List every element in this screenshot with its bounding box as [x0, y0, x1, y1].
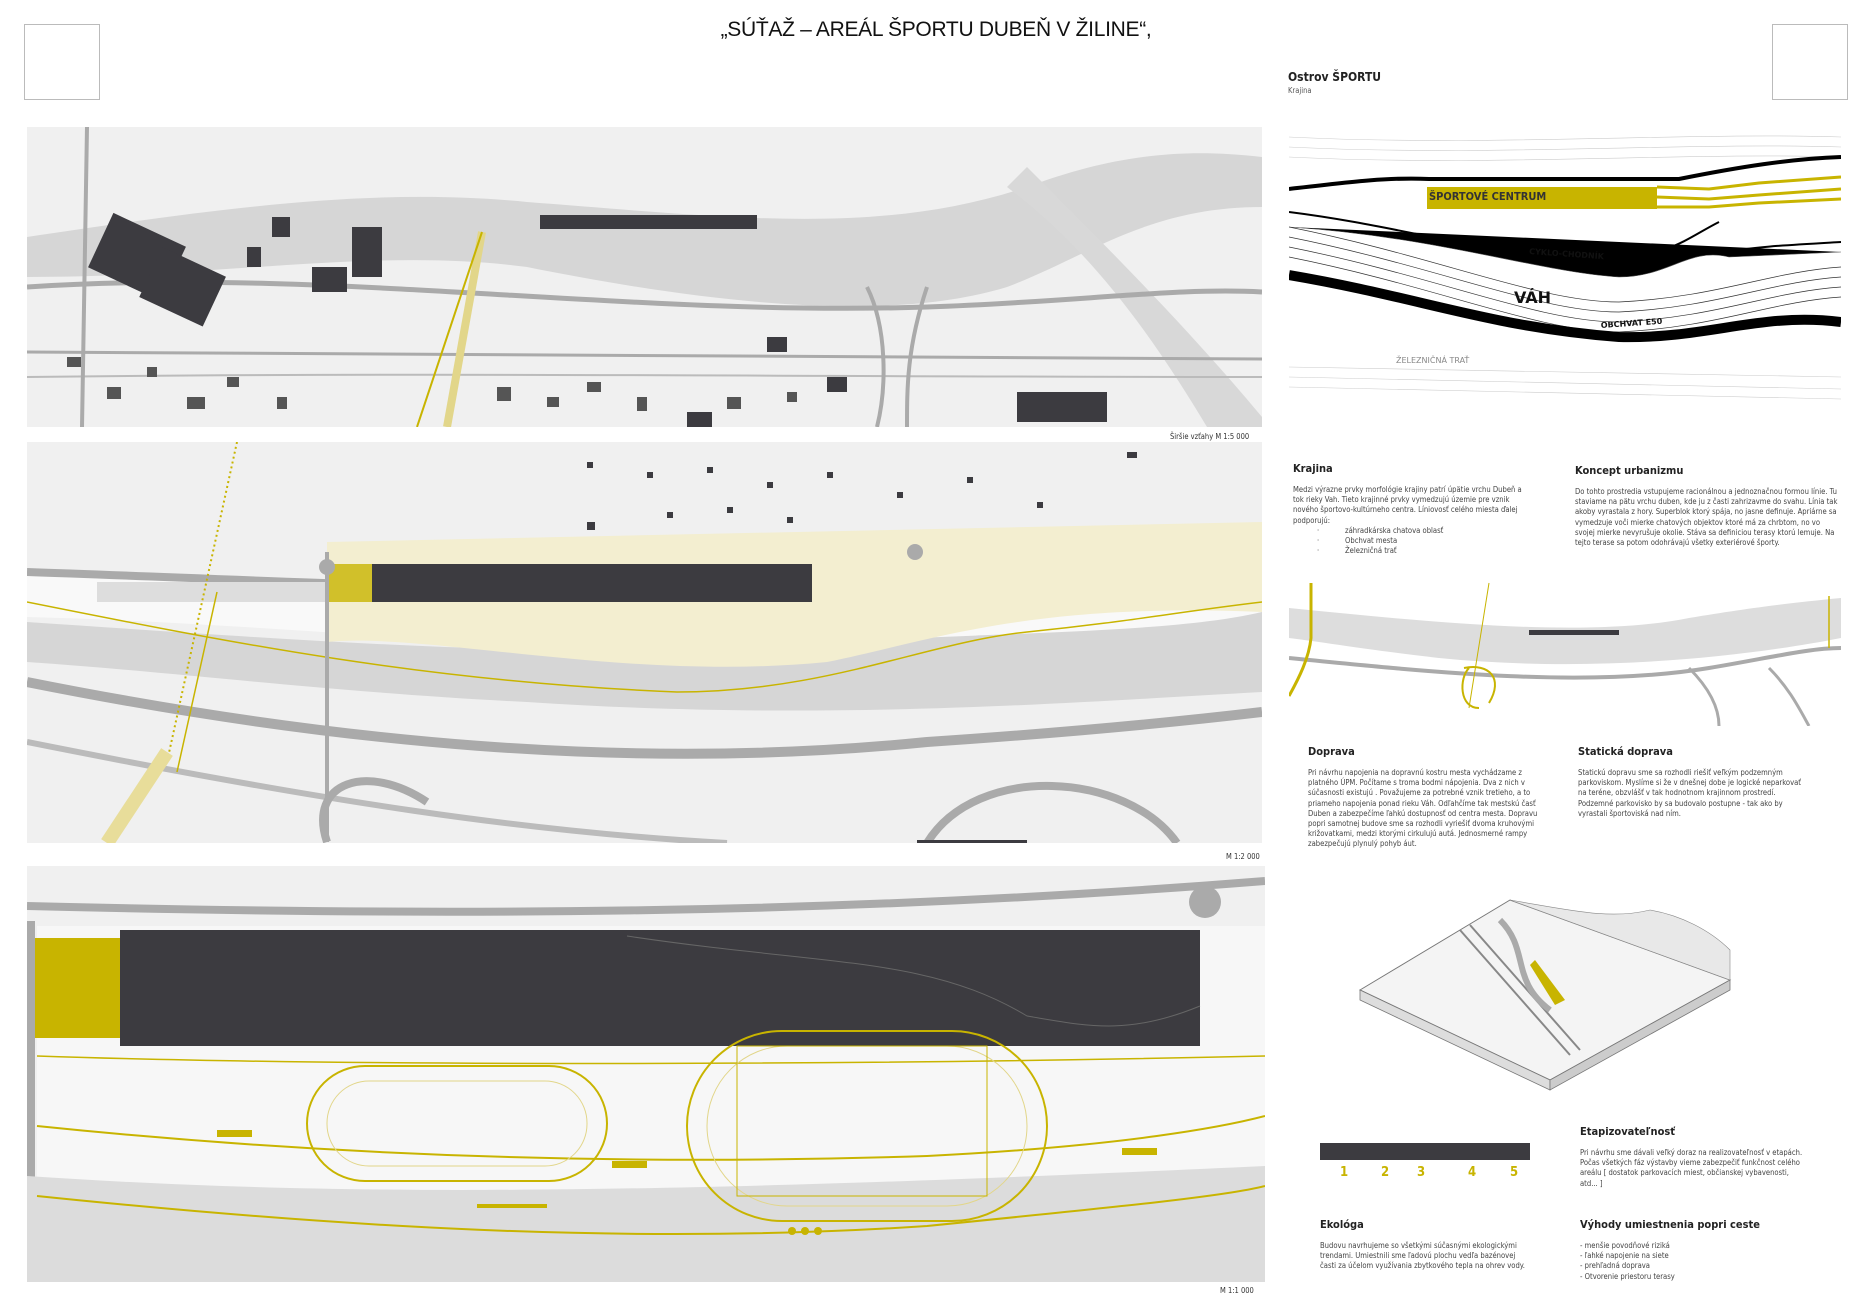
section-ekologia: Ekológa Budovu navrhujeme so všetkými sú… [1320, 1218, 1525, 1272]
section-staticka: Statická doprava Statickú dopravu sme sa… [1578, 745, 1803, 819]
site-plan-1-1000 [27, 866, 1265, 1282]
krajina-item: Obchvat mesta [1317, 536, 1523, 546]
section-vyhody: Výhody umiestnenia popri ceste - menšie … [1580, 1218, 1805, 1282]
section-koncept: Koncept urbanizmu Do tohto prostredia vs… [1575, 464, 1840, 548]
vyhody-item: - Otvorenie priestoru terasy [1580, 1271, 1675, 1281]
vyhody-item: - ľahké napojenie na siete [1580, 1251, 1669, 1261]
phase-1: 1 [1340, 1165, 1349, 1180]
label-obchvat: OBCHVAT E50 [1601, 317, 1663, 330]
koncept-text: Do tohto prostredia vstupujeme racionáln… [1575, 487, 1838, 548]
landscape-diagram: ŠPORTOVÉ CENTRUM CYKLO-CHODNÍK VÁH OBCHV… [1288, 127, 1842, 423]
axonometric-view [1350, 890, 1740, 1105]
scale-label-1-5000: Širšie vzťahy M 1:5 000 [1170, 432, 1250, 441]
section-etapy: Etapizovateľnosť Pri návrhu sme dávali v… [1580, 1125, 1805, 1189]
site-map-1-2000 [27, 442, 1262, 843]
phase-numbers: 1 2 3 4 5 [1320, 1165, 1530, 1185]
label-vah: VÁH [1514, 288, 1551, 307]
phase-2: 2 [1381, 1165, 1390, 1180]
ekologia-heading: Ekológa [1320, 1218, 1364, 1231]
label-sportove-centrum: ŠPORTOVÉ CENTRUM [1429, 190, 1546, 203]
vyhody-item: - menšie povodňové riziká [1580, 1241, 1670, 1250]
doprava-heading: Doprava [1308, 745, 1355, 758]
corner-box-left [24, 24, 100, 100]
staticka-heading: Statická doprava [1578, 745, 1673, 758]
krajina-heading: Krajina [1293, 462, 1333, 475]
vyhody-heading: Výhody umiestnenia popri ceste [1580, 1218, 1760, 1231]
etapy-text: Pri návrhu sme dávali veľký doraz na rea… [1580, 1148, 1803, 1188]
site-map-wider-relations [27, 127, 1262, 427]
project-name: Ostrov ŠPORTU [1288, 70, 1382, 84]
section-doprava: Doprava Pri návrhu napojenia na dopravnú… [1308, 745, 1538, 850]
project-subtitle: Krajina [1288, 86, 1312, 95]
staticka-text: Statickú dopravu sme sa rozhodli riešiť … [1578, 768, 1801, 818]
doprava-text: Pri návrhu napojenia na dopravnú kostru … [1308, 768, 1538, 849]
krajina-item: záhradkárska chatova oblasť [1317, 526, 1523, 536]
traffic-diagram [1287, 578, 1842, 727]
phase-bar [1320, 1143, 1530, 1160]
corner-box-right [1772, 24, 1848, 100]
phase-3: 3 [1417, 1165, 1426, 1180]
ekologia-text: Budovu navrhujeme so všetkými súčasnými … [1320, 1241, 1525, 1271]
scale-label-1-2000: M 1:2 000 [1226, 852, 1260, 861]
poster-title: „SÚŤAŽ – AREÁL ŠPORTU DUBEŇ V ŽILINE“, [720, 18, 1152, 41]
krajina-item: Železničná trať [1317, 546, 1523, 556]
vyhody-item: - prehľadná doprava [1580, 1261, 1650, 1271]
section-krajina: Krajina Medzi výrazne prvky morfológie k… [1293, 462, 1523, 556]
label-zeleznicna-trat: ŽELEZNIČNÁ TRAŤ [1396, 354, 1469, 365]
krajina-text: Medzi výrazne prvky morfológie krajiny p… [1293, 485, 1522, 525]
phase-5: 5 [1510, 1165, 1519, 1180]
etapy-heading: Etapizovateľnosť [1580, 1125, 1675, 1138]
phase-4: 4 [1468, 1165, 1477, 1180]
koncept-heading: Koncept urbanizmu [1575, 464, 1684, 477]
scale-label-1-1000: M 1:1 000 [1220, 1286, 1254, 1295]
